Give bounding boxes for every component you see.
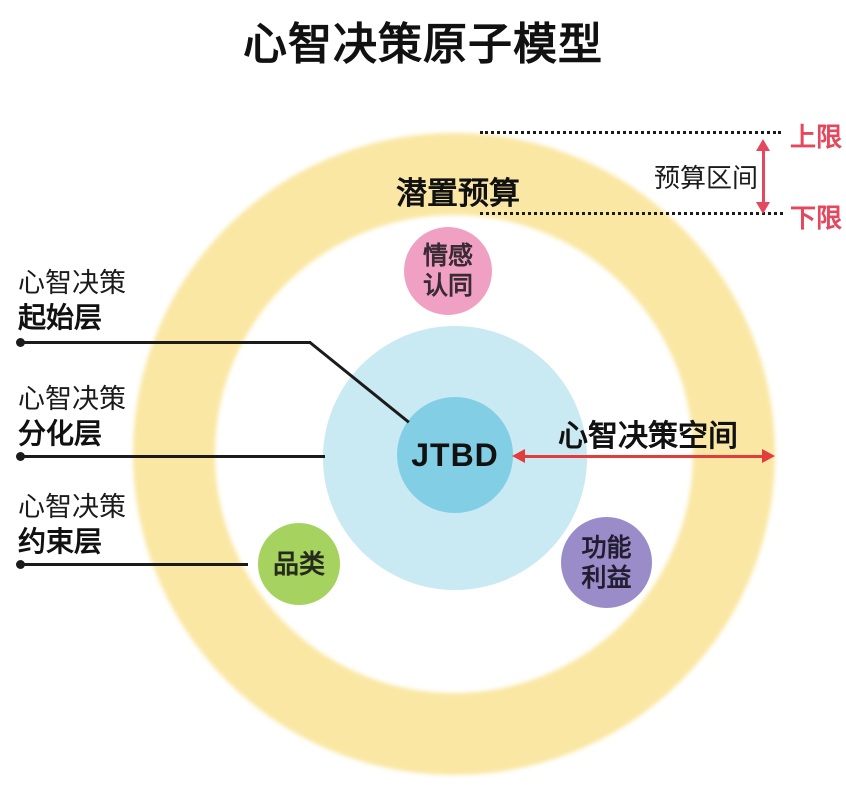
budget-range-arrow (755, 139, 773, 214)
layer-name: 约束层 (18, 526, 103, 557)
upper-limit-label: 上限 (790, 122, 843, 152)
budget-range-label: 预算区间 (654, 163, 759, 193)
lower-limit-dotted-line (480, 212, 783, 215)
layer-prefix: 心智决策 (18, 384, 126, 414)
jtbd-label: JTBD (411, 436, 499, 473)
layer-prefix: 心智决策 (18, 492, 126, 522)
layer-label-initial: 心智决策 起始层 (18, 266, 198, 336)
layer-label-differentiation: 心智决策 分化层 (18, 382, 198, 452)
jtbd-core-circle: JTBD (397, 397, 513, 513)
layer-name: 起始层 (18, 302, 103, 333)
category-circle: 品类 (258, 523, 340, 605)
layer-leader-line-2 (20, 455, 325, 458)
layer-name: 分化层 (18, 418, 103, 449)
emotion-circle: 情感 认同 (404, 227, 492, 315)
function-label-line1: 功能 (581, 533, 632, 562)
arrow-left-icon (512, 449, 525, 463)
arrow-down-icon (756, 202, 770, 214)
layer-leader-line-3 (20, 563, 248, 566)
lower-limit-label: 下限 (790, 203, 843, 233)
layer-label-constraint: 心智决策 约束层 (18, 490, 198, 560)
decision-space-arrow (512, 448, 775, 464)
arrow-up-icon (756, 139, 770, 151)
decision-space-label: 心智决策空间 (558, 420, 738, 453)
upper-limit-dotted-line (480, 131, 781, 134)
arrow-shaft (762, 147, 765, 206)
arrow-right-icon (762, 449, 775, 463)
emotion-label-line2: 认同 (422, 272, 473, 300)
emotion-label-line1: 情感 (422, 242, 473, 270)
function-benefit-circle: 功能 利益 (561, 517, 652, 608)
layer-leader-line-1 (20, 341, 311, 344)
category-label: 品类 (272, 549, 325, 579)
layer-prefix: 心智决策 (18, 268, 126, 298)
arrow-shaft (521, 454, 766, 458)
latent-budget-label: 潜置预算 (396, 176, 520, 211)
function-label-line2: 利益 (581, 563, 632, 592)
page-title: 心智决策原子模型 (243, 20, 603, 69)
